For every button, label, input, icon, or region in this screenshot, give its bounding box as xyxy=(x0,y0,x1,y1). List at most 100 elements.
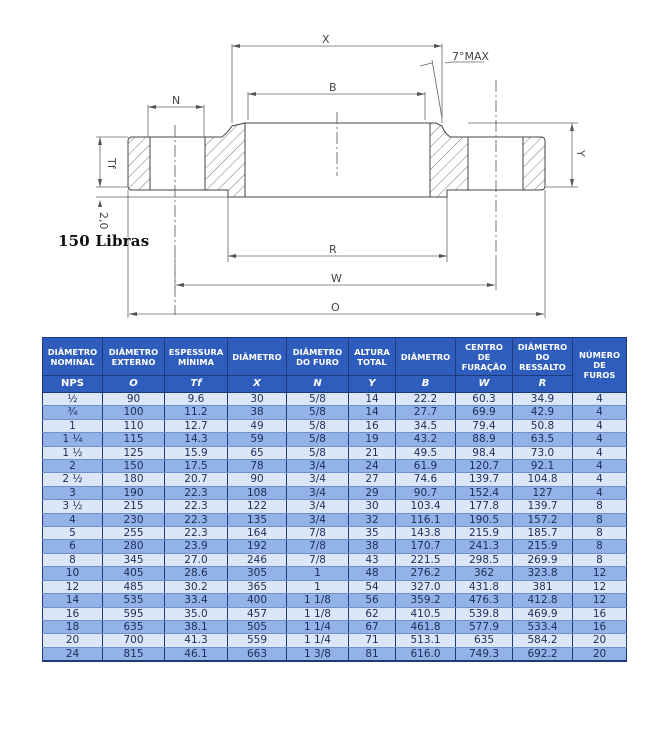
table-cell: 90.7 xyxy=(395,485,456,501)
table-cell: 38.1 xyxy=(164,619,228,635)
table-cell: 61.9 xyxy=(395,459,456,474)
table-cell: 635 xyxy=(102,619,165,635)
table-cell: 1 1/4 xyxy=(286,633,349,648)
table-cell: 54 xyxy=(348,579,396,595)
table-cell: 29 xyxy=(348,485,396,501)
table-cell: 30.2 xyxy=(164,579,228,595)
table-cell: 8 xyxy=(572,499,627,514)
table-cell: 3/4 xyxy=(286,512,349,528)
table-cell: 190 xyxy=(102,485,165,501)
table-cell: ¾ xyxy=(42,405,103,420)
table-cell: 73.0 xyxy=(512,445,573,461)
table-cell: 46.1 xyxy=(164,646,228,663)
table-cell: 400 xyxy=(227,593,287,608)
table-cell: 241.3 xyxy=(455,539,513,554)
table-cell: 21 xyxy=(348,445,396,461)
table-cell: 269.9 xyxy=(512,552,573,568)
table-cell: 616.0 xyxy=(395,646,456,663)
table-cell: 221.5 xyxy=(395,552,456,568)
table-cell: 14.3 xyxy=(164,432,228,447)
table-cell: 3/4 xyxy=(286,459,349,474)
table-cell: 56 xyxy=(348,593,396,608)
table-cell: 4 xyxy=(572,459,627,474)
table-cell: 38 xyxy=(348,539,396,554)
table-cell: 3/4 xyxy=(286,485,349,501)
table-cell: 6 xyxy=(42,539,103,554)
table-cell: 3/4 xyxy=(286,499,349,514)
table-cell: 8 xyxy=(572,539,627,554)
table-cell: 8 xyxy=(42,552,103,568)
table-cell: 100 xyxy=(102,405,165,420)
table-cell: 230 xyxy=(102,512,165,528)
table-cell: 28.6 xyxy=(164,566,228,581)
table-cell: 10 xyxy=(42,566,103,581)
table-cell: 700 xyxy=(102,633,165,648)
table-cell: 280 xyxy=(102,539,165,554)
symbol-x: X xyxy=(227,375,287,393)
table-cell: 23.9 xyxy=(164,539,228,554)
table-cell: 815 xyxy=(102,646,165,663)
table-cell: 43 xyxy=(348,552,396,568)
table-cell: 485 xyxy=(102,579,165,595)
table-cell: 749.3 xyxy=(455,646,513,663)
dim-gap-label: 2,0 xyxy=(97,212,110,230)
table-cell: 513.1 xyxy=(395,633,456,648)
table-cell: 14 xyxy=(348,391,396,407)
table-cell: 22.3 xyxy=(164,512,228,528)
table-cell: 98.4 xyxy=(455,445,513,461)
table-cell: 125 xyxy=(102,445,165,461)
table-cell: 22.3 xyxy=(164,499,228,514)
table-cell: 88.9 xyxy=(455,432,513,447)
table-cell: 559 xyxy=(227,633,287,648)
table-cell: 4 xyxy=(572,391,627,407)
table-cell: 457 xyxy=(227,606,287,621)
table-cell: 412.8 xyxy=(512,593,573,608)
table-cell: 431.8 xyxy=(455,579,513,595)
table-cell: 5/8 xyxy=(286,418,349,434)
table-cell: 19 xyxy=(348,432,396,447)
flange-technical-drawing: X B N Tf 2,0 Y R W O 7°MAX 150 Libras xyxy=(0,0,665,330)
table-cell: 62 xyxy=(348,606,396,621)
table-cell: 3 ½ xyxy=(42,499,103,514)
table-cell: 5/8 xyxy=(286,432,349,447)
table-cell: 4 xyxy=(572,445,627,461)
table-cell: 24 xyxy=(42,646,103,663)
table-cell: 327.0 xyxy=(395,579,456,595)
table-cell: 246 xyxy=(227,552,287,568)
symbol-w: W xyxy=(455,375,513,393)
table-cell: 143.8 xyxy=(395,526,456,541)
table-cell: 71 xyxy=(348,633,396,648)
table-cell: 12 xyxy=(42,579,103,595)
table-cell: 139.7 xyxy=(512,499,573,514)
table-cell: 7/8 xyxy=(286,552,349,568)
table-cell: 69.9 xyxy=(455,405,513,420)
table-cell: 1 xyxy=(286,579,349,595)
table-cell: 1 1/4 xyxy=(286,619,349,635)
table-cell: 305 xyxy=(227,566,287,581)
table-cell: 5/8 xyxy=(286,445,349,461)
table-cell: 150 xyxy=(102,459,165,474)
table-cell: 135 xyxy=(227,512,287,528)
table-cell: 405 xyxy=(102,566,165,581)
table-cell: 14 xyxy=(42,593,103,608)
table-cell: 27.7 xyxy=(395,405,456,420)
table-cell: 120.7 xyxy=(455,459,513,474)
table-cell: 104.8 xyxy=(512,472,573,487)
table-cell: 276.2 xyxy=(395,566,456,581)
table-cell: 33.4 xyxy=(164,593,228,608)
table-cell: 577.9 xyxy=(455,619,513,635)
table-cell: 12 xyxy=(572,579,627,595)
table-cell: 663 xyxy=(227,646,287,663)
table-cell: 164 xyxy=(227,526,287,541)
